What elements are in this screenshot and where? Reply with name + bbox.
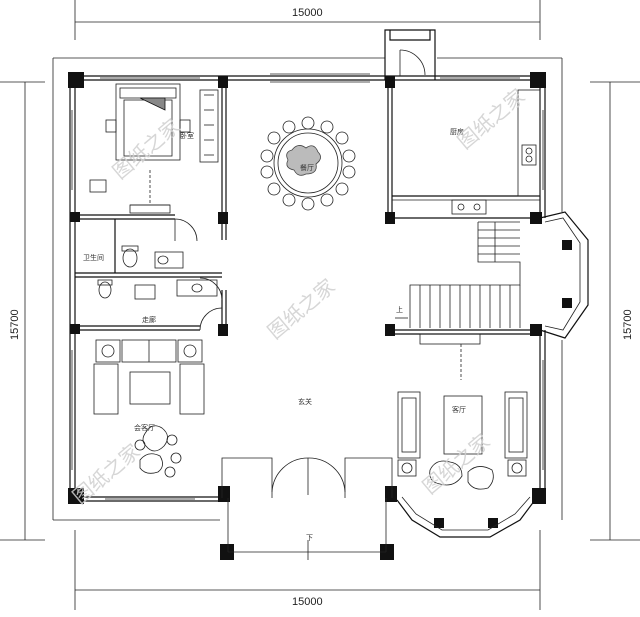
entrance [221,457,393,560]
dimension-bottom: 15000 [292,596,323,608]
stair-up-label: 上 [396,305,403,314]
kitchen-projection [384,29,436,80]
kitchen [392,89,541,215]
room-label-hall: 玄关 [298,397,312,406]
outer-slab [52,57,563,521]
room-label-living: 客厅 [452,405,466,414]
columns [68,72,572,560]
room-label-kitchen: 厨房 [450,127,464,136]
watermark: 图纸之家 [68,439,145,509]
windows [71,73,544,500]
entrance-down-label: 下 [306,534,313,542]
room-label-corridor: 走廊 [142,315,156,324]
lounge [93,339,205,478]
watermark: 图纸之家 [108,114,185,184]
dining-chairs [260,116,356,211]
dining-table [273,128,343,198]
dimension-right: 15700 [622,309,634,340]
room-label-restaurant: 餐厅 [300,163,314,172]
watermark: 图纸之家 [263,274,340,344]
room-label-bathroom: 卫生间 [83,253,104,262]
room-label-bedroom: 卧室 [180,131,194,140]
bedroom [89,83,219,242]
staircase [395,211,589,339]
dimension-top: 15000 [292,7,323,19]
watermark: 图纸之家 [418,429,495,499]
room-label-lounge: 会客厅 [134,423,155,432]
dimension-left: 15700 [9,309,21,340]
bathroom [97,245,223,331]
living-room [396,333,536,538]
